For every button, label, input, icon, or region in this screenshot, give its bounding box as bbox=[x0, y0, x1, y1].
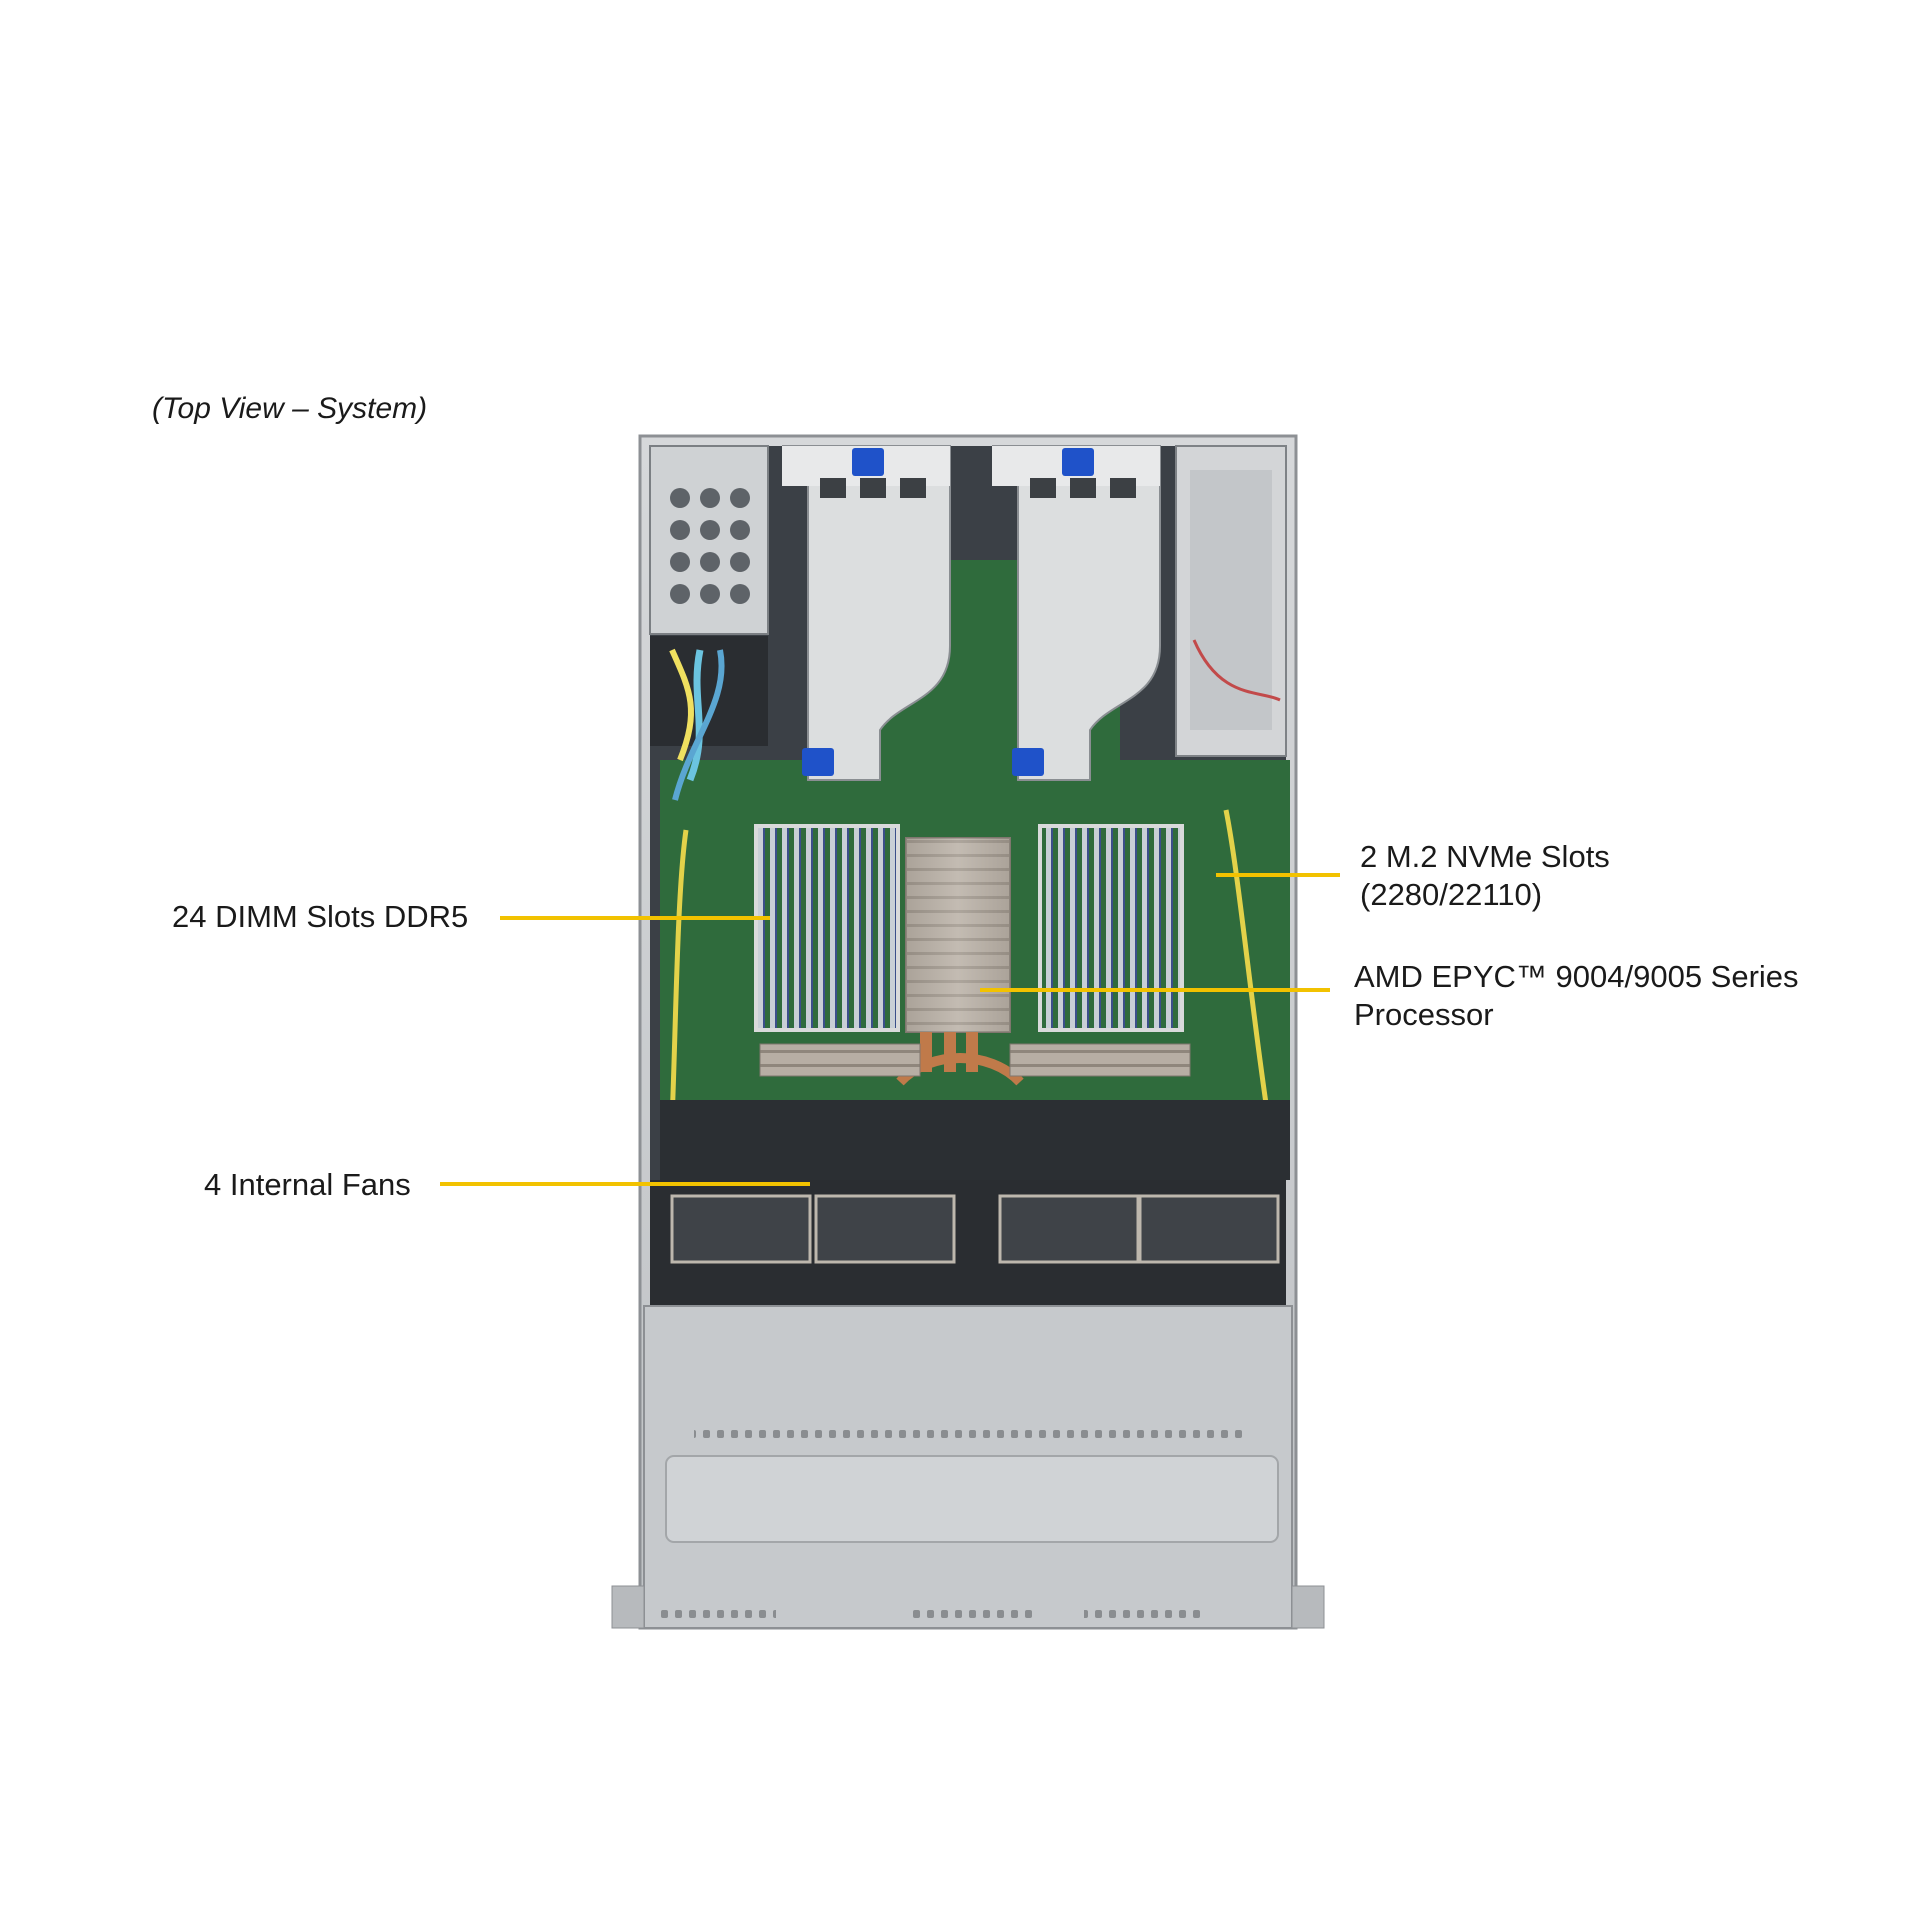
riser-cage-right bbox=[992, 445, 1161, 781]
cable-area bbox=[660, 1100, 1290, 1180]
fan-1 bbox=[670, 1194, 812, 1264]
callout-lines bbox=[440, 873, 1340, 1186]
callout-cpu-label-line1: AMD EPYC™ 9004/9005 Series bbox=[1354, 959, 1799, 994]
callout-dimm-label: 24 DIMM Slots DDR5 bbox=[172, 899, 469, 934]
fan-2 bbox=[814, 1194, 956, 1264]
fan-3 bbox=[998, 1194, 1140, 1264]
power-supply bbox=[1175, 445, 1287, 757]
drive-cage bbox=[649, 445, 769, 801]
heatsink-extensions bbox=[759, 1043, 1191, 1077]
fan-4 bbox=[1138, 1194, 1280, 1264]
callout-fans-label: 4 Internal Fans bbox=[204, 1167, 411, 1202]
cpu-heatsink bbox=[896, 837, 1024, 1086]
dimm-bank-right bbox=[1038, 824, 1184, 1032]
callout-m2-label-line1: 2 M.2 NVMe Slots bbox=[1360, 839, 1610, 874]
view-caption: (Top View – System) bbox=[152, 392, 428, 425]
callout-cpu-label-line2: Processor bbox=[1354, 997, 1494, 1032]
dimm-bank-left bbox=[754, 824, 900, 1032]
fan-row bbox=[650, 1180, 1286, 1306]
callout-m2-label-line2: (2280/22110) bbox=[1360, 877, 1543, 912]
front-cover bbox=[611, 1305, 1325, 1629]
riser-cage-left bbox=[782, 445, 951, 781]
